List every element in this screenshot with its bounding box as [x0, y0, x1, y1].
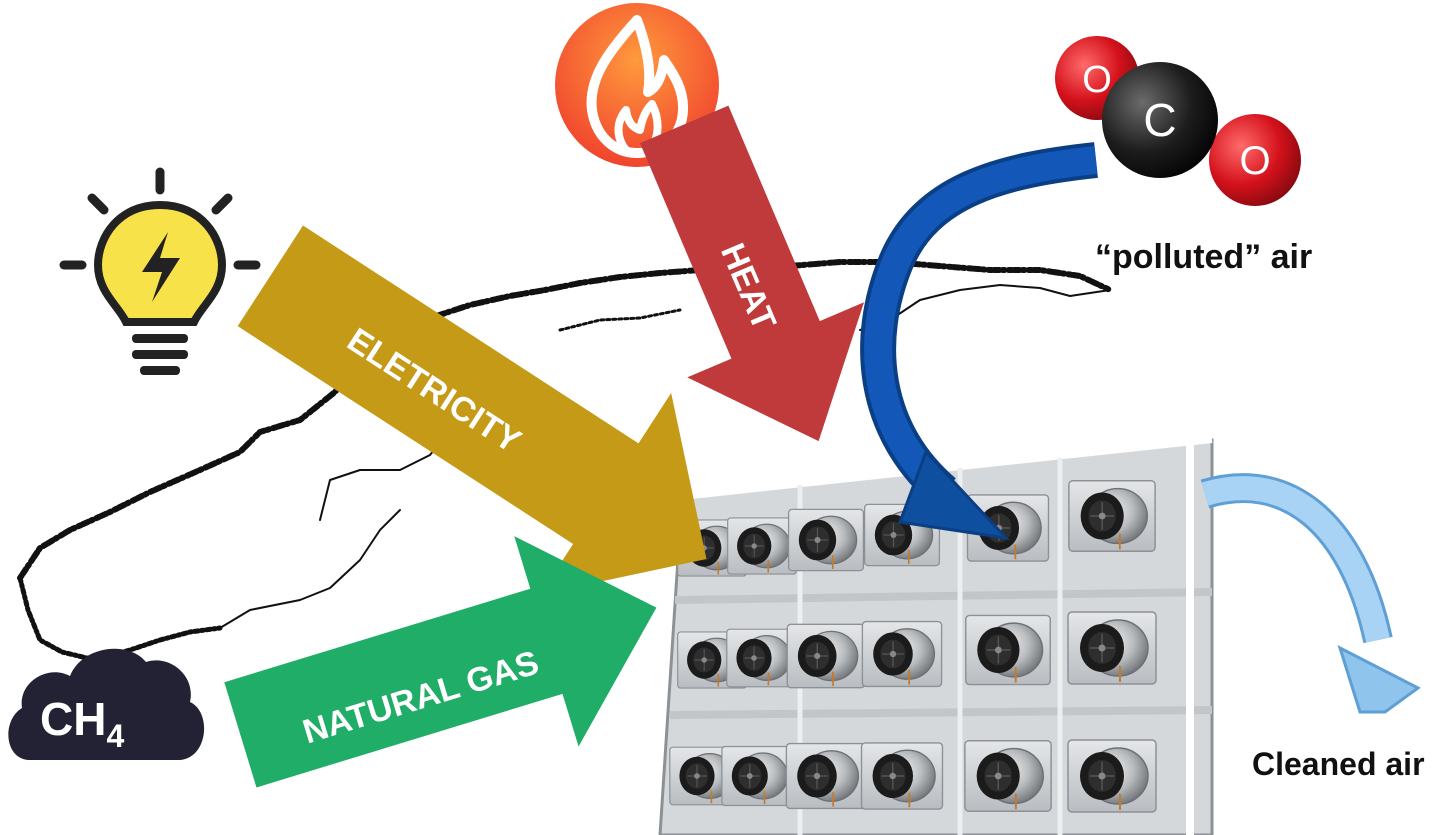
flame-icon: [555, 3, 719, 167]
atom-c: C: [1143, 94, 1176, 146]
fan-unit-r2-c3: [786, 623, 866, 689]
co2-molecule-icon: O C O: [1055, 36, 1301, 206]
co2-flow-arrow: [860, 142, 1098, 541]
fan-unit-r2-c6: [1067, 611, 1157, 685]
heat-arrow: HEAT: [640, 105, 864, 442]
fan-unit-r1-c6: [1067, 479, 1157, 553]
atom-o-left: O: [1082, 59, 1112, 101]
ch4-text: CH4: [40, 693, 124, 754]
fan-unit-r2-c5: [964, 614, 1052, 686]
fan-unit-r2-c4: [861, 620, 943, 688]
fan-unit-r3-c2: [721, 745, 795, 807]
clean-air-arrow: [1200, 473, 1421, 714]
fan-unit-r1-c3: [787, 508, 865, 572]
methane-cloud-icon: CH4: [8, 648, 205, 760]
cleaned-air-label: Cleaned air: [1252, 746, 1425, 782]
fan-unit-r3-c4: [860, 741, 944, 811]
fan-unit-r3-c3: [785, 742, 867, 810]
fan-unit-r1-c2: [726, 517, 798, 575]
lightbulb-icon: [59, 167, 261, 375]
atom-o-right: O: [1239, 139, 1270, 183]
fan-unit-r3-c6: [1067, 739, 1157, 813]
polluted-air-label: “polluted” air: [1095, 238, 1313, 276]
fan-unit-r3-c5: [963, 739, 1053, 813]
